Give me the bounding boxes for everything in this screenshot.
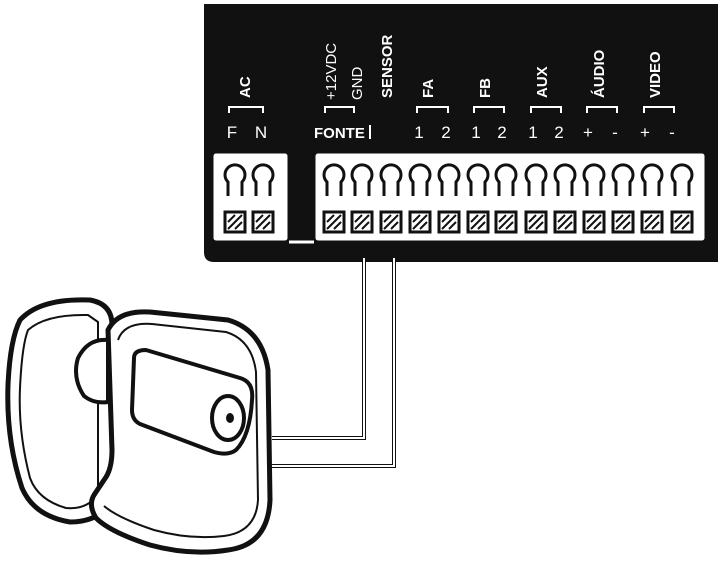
terminal-slot-hatch — [383, 214, 399, 230]
pin-labels: F N 1 2 1 2 1 2 + - + - — [227, 123, 675, 142]
terminal-slot-hatch — [528, 214, 544, 230]
pin-ac-f: F — [227, 123, 237, 142]
sensor-wires — [272, 258, 396, 468]
terminal-screw-post — [670, 163, 694, 196]
terminal-screw-post — [494, 163, 518, 196]
terminal-slot-hatch — [255, 214, 271, 230]
label-gnd: GND — [349, 67, 366, 101]
pin-audio-plus: + — [583, 123, 593, 142]
terminal-screw-post — [379, 163, 403, 196]
pin-video-minus: - — [669, 123, 675, 142]
terminal-slot-hatch — [586, 214, 602, 230]
label-sensor: SENSOR — [379, 34, 396, 98]
label-fa: FA — [420, 79, 437, 98]
pin-fa-1: 1 — [414, 123, 423, 142]
label-audio: ÁUDIO — [591, 49, 608, 98]
terminal-slot-hatch — [615, 214, 631, 230]
label-video: VIDEO — [647, 51, 664, 98]
terminal-connectors — [210, 150, 708, 244]
label-ac: AC — [237, 76, 254, 98]
label-fb: FB — [477, 78, 494, 98]
terminal-slot-hatch — [354, 214, 370, 230]
pin-video-plus: + — [640, 123, 650, 142]
terminal-screw-post — [322, 163, 346, 196]
terminal-slot-hatch — [498, 214, 514, 230]
terminal-screw-post — [466, 163, 490, 196]
terminal-slot-hatch — [470, 214, 486, 230]
label-brackets — [228, 106, 675, 113]
pin-audio-minus: - — [612, 123, 618, 142]
label-fonte: FONTE — [314, 125, 365, 142]
terminal-slot-hatch — [227, 214, 243, 230]
pin-fb-1: 1 — [471, 123, 480, 142]
terminal-screw-post — [582, 163, 606, 196]
pin-aux-2: 2 — [554, 123, 563, 142]
group-labels: AC +12VDC GND SENSOR FA FB AUX ÁUDIO VID… — [237, 34, 664, 100]
terminal-screw-post — [223, 163, 247, 196]
terminal-screw-post — [408, 163, 432, 196]
pin-fb-2: 2 — [497, 123, 506, 142]
terminal-screw-post — [437, 163, 461, 196]
terminal-slot-hatch — [326, 214, 342, 230]
wire-sensor — [272, 258, 396, 468]
terminal-slot-hatch — [412, 214, 428, 230]
pin-ac-n: N — [255, 123, 267, 142]
terminal-slot-hatch — [557, 214, 573, 230]
terminal-slot-hatch — [644, 214, 660, 230]
pin-aux-1: 1 — [528, 123, 537, 142]
label-12vdc: +12VDC — [323, 43, 340, 100]
pin-fa-2: 2 — [441, 123, 450, 142]
sensor-knob — [74, 337, 110, 405]
terminal-slot-hatch — [674, 214, 690, 230]
fonte-label-group: FONTE — [314, 125, 371, 142]
label-aux: AUX — [534, 66, 551, 98]
terminal-slot-hatch — [441, 214, 457, 230]
wire-gnd — [272, 258, 366, 440]
sensor-device — [5, 297, 273, 555]
terminal-screw-post — [524, 163, 548, 196]
terminal-screw-post — [640, 163, 664, 196]
terminal-screw-post — [611, 163, 635, 196]
terminal-screw-post — [350, 163, 374, 196]
terminal-screw-post — [251, 163, 275, 196]
terminal-screw-post — [553, 163, 577, 196]
